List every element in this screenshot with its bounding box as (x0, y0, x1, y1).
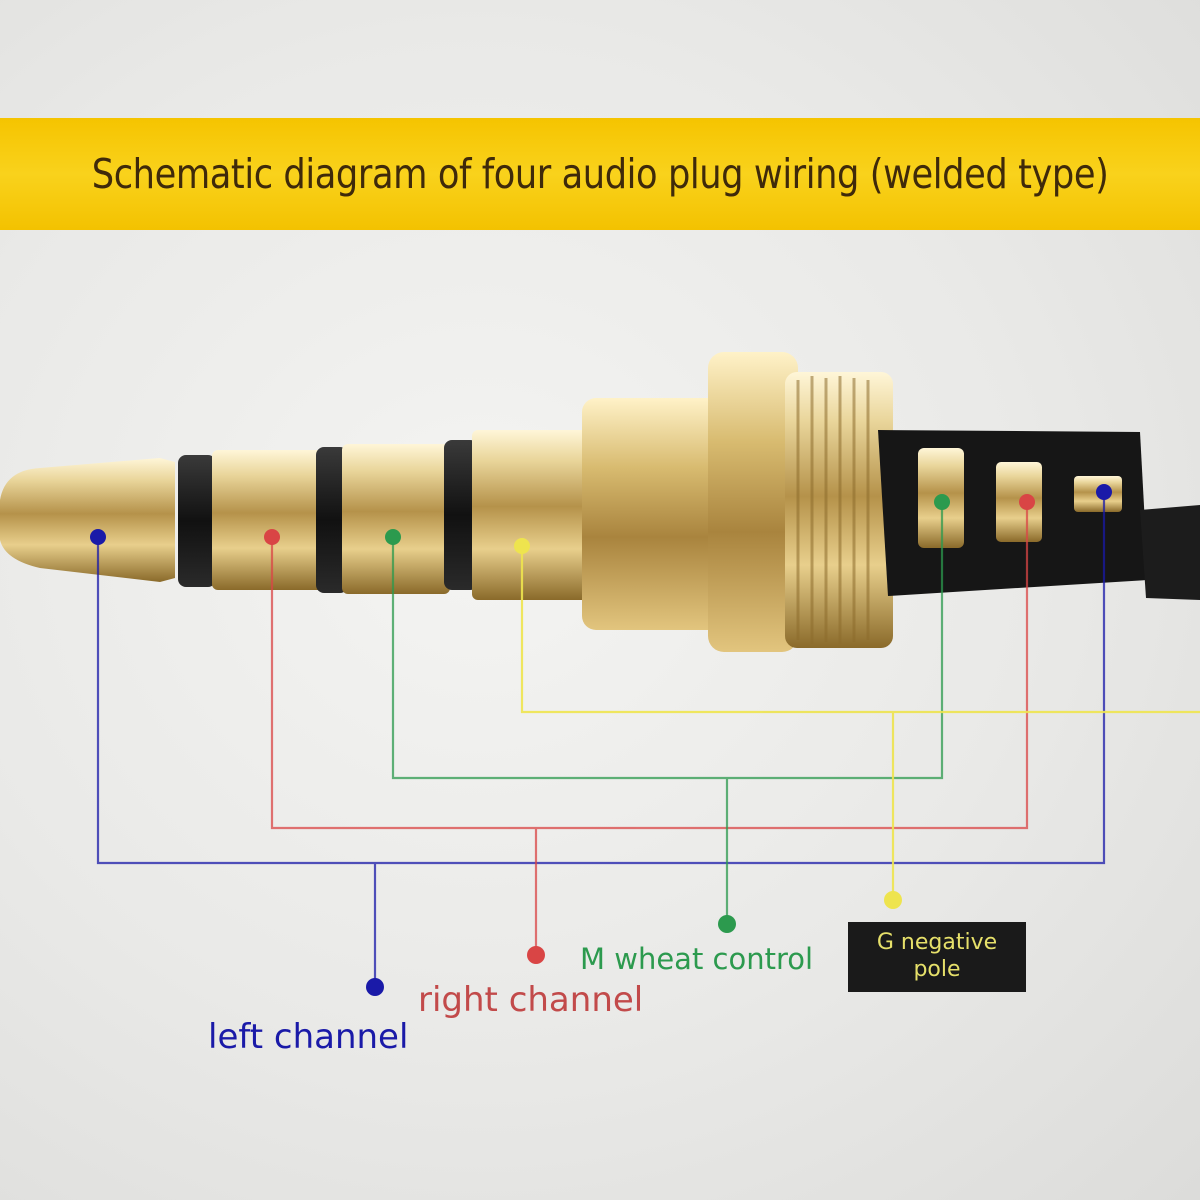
solder-terminal-block (878, 430, 1148, 596)
right-channel-dot (264, 529, 280, 545)
plug-flange (708, 352, 798, 652)
terminal-mic-dot (934, 494, 950, 510)
wire-mic-control (391, 502, 944, 924)
terminal-left-dot (1096, 484, 1112, 500)
mic-control-end-dot (718, 915, 736, 933)
insulator-ring-2 (316, 447, 348, 593)
ground-label-box: G negative pole (848, 922, 1026, 992)
plug-ring-2 (342, 444, 450, 594)
terminal-right-dot (1019, 494, 1035, 510)
ground-label-line1: G negative (876, 930, 998, 956)
wire-right-channel (270, 502, 1029, 955)
insulator-ring-3 (444, 440, 478, 590)
threaded-section (785, 372, 893, 648)
title-text: Schematic diagram of four audio plug wir… (91, 150, 1109, 198)
ground-dot (514, 538, 530, 554)
left-channel-label: left channel (208, 1017, 409, 1057)
insulator-ring-1 (178, 455, 216, 587)
wire-left-channel (96, 492, 1106, 987)
plug-collar (582, 398, 722, 630)
plug-ring-1 (212, 450, 324, 590)
title-banner: Schematic diagram of four audio plug wir… (0, 118, 1200, 230)
left-channel-end-dot (366, 978, 384, 996)
mic-control-label: M wheat control (580, 942, 814, 976)
mic-control-dot (385, 529, 401, 545)
wire-ground (520, 546, 1200, 900)
audio-plug (0, 352, 1200, 652)
cable (1140, 505, 1200, 600)
plug-tip (0, 458, 175, 582)
ground-label-line2: pole (913, 957, 961, 982)
right-channel-end-dot (527, 946, 545, 964)
right-channel-label: right channel (418, 980, 644, 1020)
plug-sleeve (472, 430, 592, 600)
left-channel-dot (90, 529, 106, 545)
ground-end-dot (884, 891, 902, 909)
